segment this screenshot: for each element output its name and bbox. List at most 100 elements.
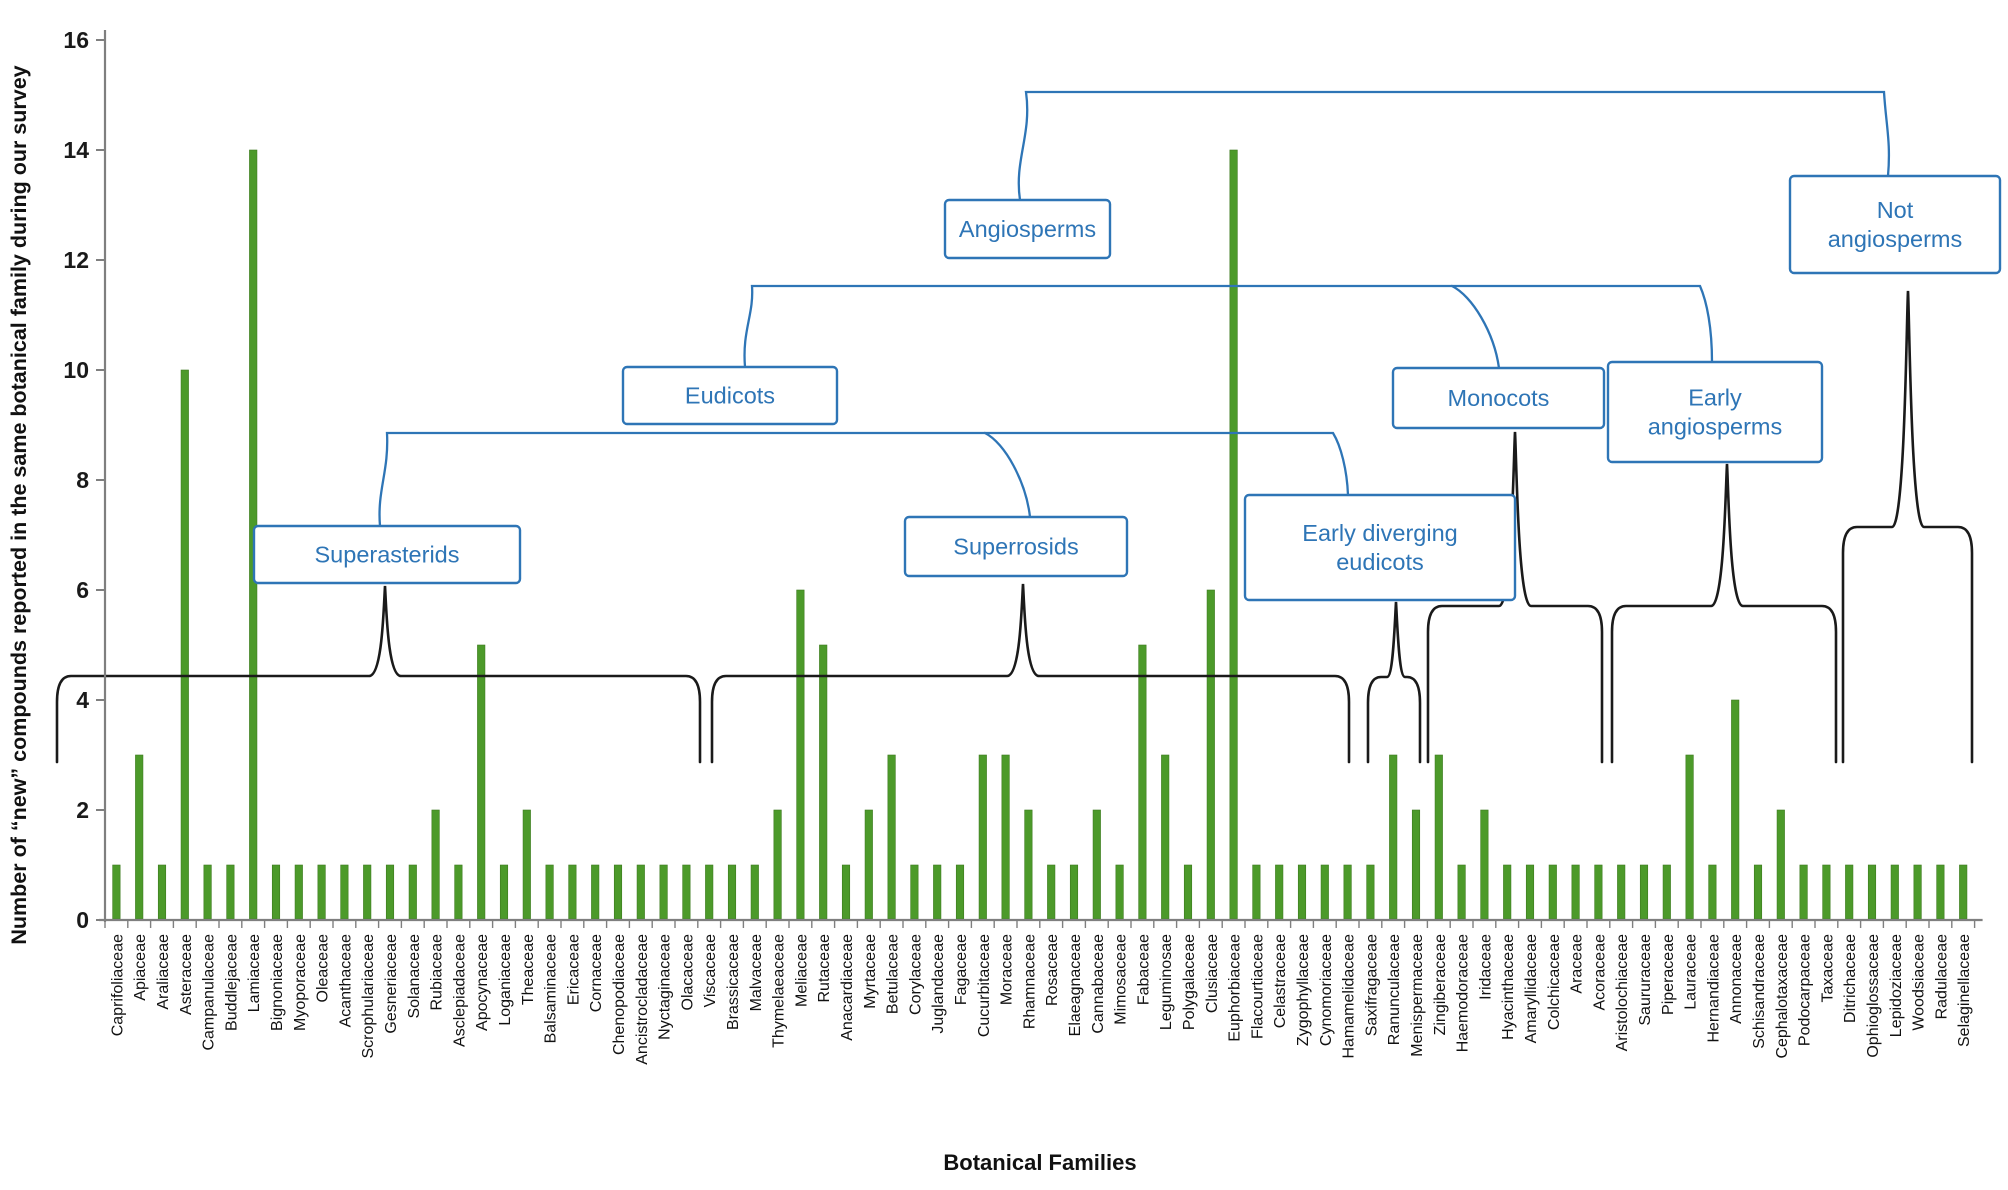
bar — [226, 864, 235, 920]
x-category-label: Celastraceae — [1272, 934, 1289, 1028]
bar — [1867, 864, 1877, 920]
bar — [1936, 864, 1945, 920]
angiosperms-label: Angiosperms — [959, 216, 1096, 242]
x-category-label: Schisandraceae — [1751, 934, 1768, 1049]
connector-eudicots-low — [378, 431, 1350, 528]
x-category-label: Fabaceae — [1135, 934, 1152, 1005]
x-category-label: Haemodoraceae — [1455, 934, 1472, 1052]
x-category-label: Anacardiaceae — [839, 934, 856, 1041]
bar — [864, 809, 873, 920]
bar — [1024, 809, 1033, 920]
x-category-label: Juglandaceae — [930, 934, 947, 1034]
x-category-label: Saxifragaceae — [1363, 934, 1380, 1036]
bar — [955, 864, 965, 920]
x-category-label: Balsaminaceae — [543, 934, 560, 1044]
x-category-label: Olacaceae — [679, 934, 696, 1011]
y-axis-title: Number of “new” compounds reported in th… — [7, 65, 31, 944]
bar — [773, 809, 782, 920]
bar — [1731, 699, 1740, 920]
bar — [454, 864, 463, 920]
bar — [841, 864, 851, 920]
bar — [1913, 864, 1922, 920]
bar — [1480, 809, 1489, 920]
bar — [1639, 864, 1649, 920]
monocots-box — [1391, 366, 1606, 430]
x-category-label: Apocynaceae — [474, 934, 491, 1031]
x-category-label: Rubiaceae — [429, 934, 446, 1011]
bar — [1662, 864, 1671, 920]
x-category-label: Corylaceae — [907, 934, 924, 1015]
y-tick-label: 10 — [63, 357, 89, 383]
brace-early-diverging-eudicots — [1366, 601, 1422, 764]
bar — [294, 864, 303, 920]
bar — [1503, 864, 1512, 920]
bar — [1708, 864, 1717, 920]
x-category-label: Hamamelidaceae — [1341, 934, 1358, 1059]
x-category-label: Zingiberaceae — [1432, 934, 1449, 1036]
x-category-label: Flacourtiaceae — [1249, 934, 1266, 1039]
x-category-label: Cornaceae — [588, 934, 605, 1012]
connector-monocots-branch — [1450, 284, 1501, 370]
bar — [431, 809, 440, 920]
bar — [750, 864, 759, 920]
y-tick-label: 6 — [76, 577, 89, 603]
x-category-label: Campanulaceae — [201, 934, 218, 1051]
x-category-label: Ranunculaceae — [1386, 934, 1403, 1045]
x-category-label: Woodsiaceae — [1911, 934, 1928, 1031]
bar — [1434, 754, 1443, 920]
x-category-label: Amaryllidaceae — [1523, 934, 1540, 1043]
x-category-label: Iridaceae — [1477, 934, 1494, 1000]
y-tick-label: 14 — [63, 137, 89, 163]
bar — [1753, 864, 1763, 920]
x-category-label: Myrtaceae — [862, 934, 879, 1009]
clade-label-box-monocots: Monocots — [1391, 366, 1606, 430]
x-category-label: Lamiaceae — [246, 934, 263, 1012]
connector-superrosids-branch — [983, 431, 1032, 519]
bar — [887, 754, 896, 920]
brace-superrosids — [710, 583, 1351, 764]
x-category-label: Nyctaginaceae — [657, 934, 674, 1040]
clade-label-box-superasterids: Superasterids — [252, 524, 522, 585]
bar — [659, 864, 668, 920]
bar — [477, 644, 486, 920]
x-category-label: Chenopodiaceae — [611, 934, 628, 1055]
x-category-label: Ancistrocladaceae — [634, 934, 651, 1065]
bar — [1206, 589, 1215, 920]
x-category-label: Gesneriaceae — [383, 934, 400, 1034]
bar — [1845, 864, 1854, 920]
x-category-label: Menispermaceae — [1409, 934, 1426, 1057]
x-category-label: Scrophulariaceae — [360, 934, 377, 1059]
y-tick-label: 8 — [76, 467, 89, 493]
x-category-label: Theaceae — [520, 934, 537, 1005]
bar — [978, 754, 987, 920]
clade-label-box-angiosperms: Angiosperms — [943, 198, 1112, 260]
x-category-label: Cannabaceae — [1090, 934, 1107, 1034]
x-category-label: Araceae — [1569, 934, 1586, 994]
x-category-label: Viscaceae — [702, 934, 719, 1008]
bar — [385, 864, 395, 920]
bar — [1320, 864, 1329, 920]
x-category-label: Mimosaceae — [1113, 934, 1130, 1025]
bar — [819, 644, 828, 920]
bar — [910, 864, 919, 920]
clade-label-box-superrosids: Superrosids — [903, 515, 1129, 578]
x-category-label: Asclepiadaceae — [451, 934, 468, 1047]
bar — [135, 754, 144, 920]
y-tick-label: 16 — [63, 27, 89, 53]
x-category-label: Caprifoliaceae — [109, 934, 126, 1036]
x-category-label: Ditrichaceae — [1842, 934, 1859, 1023]
x-category-label: Lauraceae — [1683, 934, 1700, 1010]
bar — [1776, 809, 1785, 920]
eudicots-label: Eudicots — [685, 383, 775, 409]
x-category-label: Radulaceae — [1933, 934, 1950, 1020]
bar — [1161, 754, 1170, 920]
y-tick-label: 0 — [76, 907, 89, 933]
bar — [1594, 864, 1603, 920]
x-category-label: Loganiaceae — [497, 934, 514, 1026]
